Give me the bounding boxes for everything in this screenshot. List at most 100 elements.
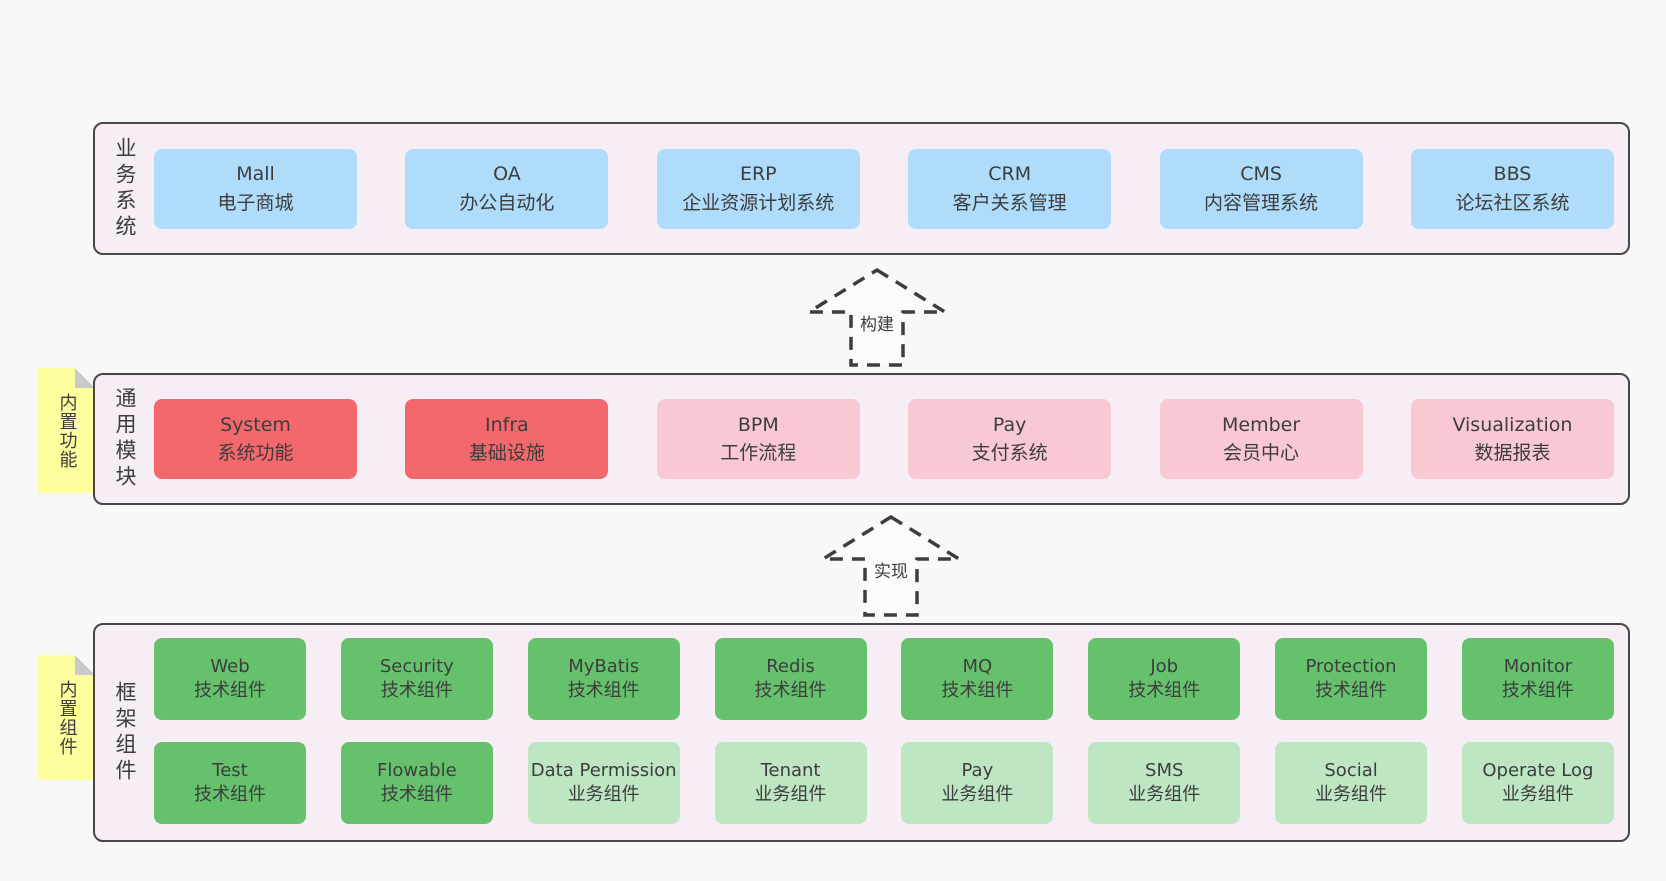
panel-framework-components: 框架组件 Web 技术组件 Security 技术组件 MyBatis 技术组件… <box>93 623 1630 842</box>
box-oa: OA 办公自动化 <box>405 148 609 229</box>
box-subtitle: 技术组件 <box>380 784 453 805</box>
box-subtitle: 电子商城 <box>217 191 294 214</box>
box-title: SMS <box>1145 759 1184 781</box>
box-title: Job <box>1150 655 1179 677</box>
box-title: ERP <box>739 163 777 185</box>
box-subtitle: 工作流程 <box>720 442 797 464</box>
panel-body: Mall 电子商城 OA 办公自动化 ERP 企业资源计划系统 CRM 客户关系… <box>154 124 1628 253</box>
box-title: BPM <box>737 413 779 436</box>
panel-title: 业务系统 <box>113 136 137 241</box>
box-subtitle: 业务组件 <box>941 784 1014 805</box>
box-data-permission: Data Permission 业务组件 <box>527 742 680 824</box>
box-title: Visualization <box>1452 413 1573 436</box>
box-mybatis: MyBatis 技术组件 <box>527 638 680 720</box>
box-system: System 系统功能 <box>154 399 357 479</box>
arrow-label: 实现 <box>872 557 910 582</box>
box-flowable: Flowable 技术组件 <box>340 742 493 824</box>
sticky-note-text: 内置功能 <box>56 392 78 469</box>
box-monitor: Monitor 技术组件 <box>1461 638 1614 720</box>
box-title: Flowable <box>377 759 457 781</box>
panel-label-column: 通用模块 <box>95 375 154 503</box>
box-title: BBS <box>1493 163 1532 185</box>
sticky-note-built-in-features: 内置功能 <box>38 368 95 493</box>
panel-title: 通用模块 <box>113 387 137 491</box>
box-erp: ERP 企业资源计划系统 <box>656 148 860 229</box>
panel-common-modules: 通用模块 System 系统功能 Infra 基础设施 BPM 工作流程 Pay… <box>93 373 1630 505</box>
box-cms: CMS 内容管理系统 <box>1159 148 1363 229</box>
box-bbs: BBS 论坛社区系统 <box>1410 148 1614 229</box>
box-title: Monitor <box>1503 655 1573 677</box>
box-subtitle: 技术组件 <box>754 680 827 701</box>
arrow-build: 构建 <box>806 267 948 368</box>
box-title: MyBatis <box>568 655 640 677</box>
box-title: Pay <box>961 759 994 781</box>
box-subtitle: 技术组件 <box>941 680 1014 701</box>
box-subtitle: 办公自动化 <box>459 191 555 214</box>
arrow-implement: 实现 <box>820 514 962 618</box>
sticky-note-text: 内置组件 <box>56 679 78 756</box>
box-subtitle: 支付系统 <box>971 442 1048 464</box>
box-title: CRM <box>988 163 1032 185</box>
box-title: Mall <box>236 163 275 185</box>
box-subtitle: 业务组件 <box>1501 784 1574 805</box>
box-title: MQ <box>962 655 993 677</box>
box-subtitle: 技术组件 <box>1128 680 1201 701</box>
box-mq: MQ 技术组件 <box>901 638 1054 720</box>
box-bpm: BPM 工作流程 <box>656 399 860 479</box>
box-title: Tenant <box>760 759 821 781</box>
box-title: Data Permission <box>530 759 677 781</box>
panel-body: Web 技术组件 Security 技术组件 MyBatis 技术组件 Redi… <box>154 625 1628 840</box>
box-test: Test 技术组件 <box>154 742 306 824</box>
panel-body: System 系统功能 Infra 基础设施 BPM 工作流程 Pay 支付系统… <box>154 375 1628 503</box>
box-title: Redis <box>766 655 815 677</box>
box-subtitle: 技术组件 <box>380 680 453 701</box>
box-title: Social <box>1324 759 1378 781</box>
panel-title: 框架组件 <box>113 680 137 785</box>
panel-business-systems: 业务系统 Mall 电子商城 OA 办公自动化 ERP 企业资源计划系统 CRM… <box>93 122 1630 255</box>
box-title: CMS <box>1240 163 1282 185</box>
box-redis: Redis 技术组件 <box>714 638 867 720</box>
box-mall: Mall 电子商城 <box>154 148 357 229</box>
box-member: Member 会员中心 <box>1159 399 1363 479</box>
box-subtitle: 会员中心 <box>1223 442 1300 464</box>
box-security: Security 技术组件 <box>340 638 493 720</box>
box-subtitle: 内容管理系统 <box>1204 191 1319 214</box>
sticky-note-built-in-components: 内置组件 <box>38 655 95 780</box>
box-subtitle: 技术组件 <box>567 680 640 701</box>
box-title: Member <box>1221 413 1301 436</box>
box-sms: SMS 业务组件 <box>1088 742 1241 824</box>
box-subtitle: 基础设施 <box>468 442 545 464</box>
box-title: Protection <box>1305 655 1397 677</box>
box-subtitle: 业务组件 <box>567 784 640 805</box>
box-social: Social 业务组件 <box>1275 742 1428 824</box>
box-subtitle: 业务组件 <box>754 784 827 805</box>
box-protection: Protection 技术组件 <box>1275 638 1428 720</box>
box-subtitle: 客户关系管理 <box>952 191 1067 214</box>
box-title: Operate Log <box>1482 759 1594 781</box>
folded-corner-icon <box>75 655 95 675</box>
box-title: OA <box>493 163 521 185</box>
box-subtitle: 技术组件 <box>1315 680 1388 701</box>
arrow-label: 构建 <box>858 310 896 335</box>
box-title: Pay <box>992 413 1027 436</box>
box-title: Web <box>210 655 250 677</box>
box-title: System <box>220 413 291 436</box>
panel-label-column: 业务系统 <box>95 124 154 253</box>
box-title: Infra <box>484 413 529 436</box>
box-pay-biz: Pay 业务组件 <box>901 742 1054 824</box>
box-job: Job 技术组件 <box>1088 638 1241 720</box>
framework-row-1: Web 技术组件 Security 技术组件 MyBatis 技术组件 Redi… <box>154 638 1614 720</box>
box-operate-log: Operate Log 业务组件 <box>1461 742 1614 824</box>
box-subtitle: 技术组件 <box>194 680 266 701</box>
box-subtitle: 技术组件 <box>194 784 266 805</box>
box-web: Web 技术组件 <box>154 638 306 720</box>
box-crm: CRM 客户关系管理 <box>908 148 1112 229</box>
box-subtitle: 论坛社区系统 <box>1455 191 1570 214</box>
folded-corner-icon <box>75 368 95 388</box>
box-subtitle: 业务组件 <box>1315 784 1388 805</box>
box-title: Test <box>212 759 248 781</box>
box-subtitle: 数据报表 <box>1474 442 1551 464</box>
box-title: Security <box>379 655 454 677</box>
box-subtitle: 系统功能 <box>217 442 294 464</box>
